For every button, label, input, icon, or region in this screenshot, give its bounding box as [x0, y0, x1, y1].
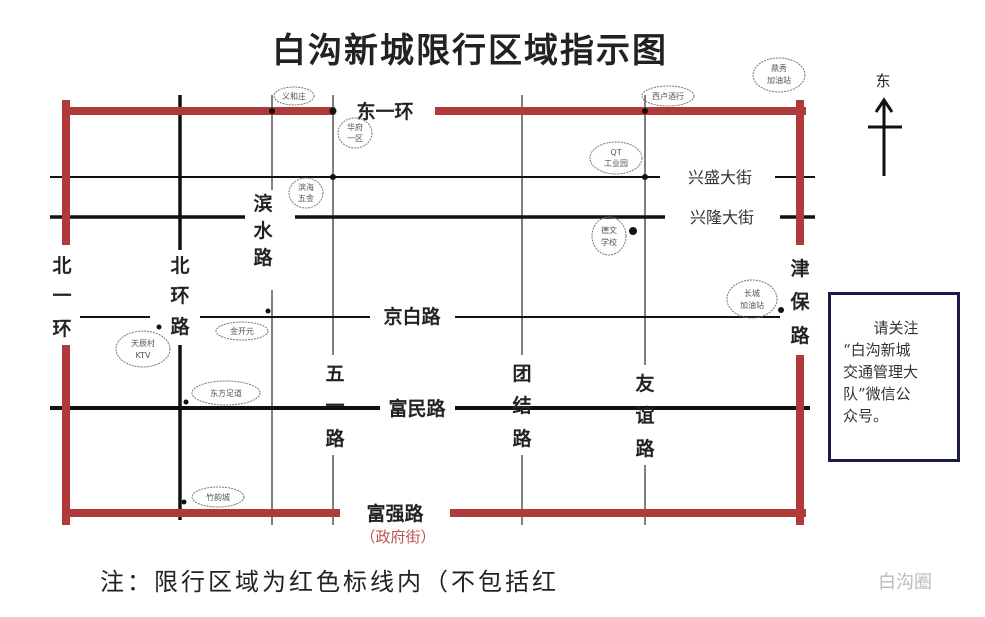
svg-text:滨海: 滨海 — [298, 182, 314, 192]
svg-text:学校: 学校 — [601, 237, 617, 247]
label-dong-yi-huan: 东一环 — [356, 100, 413, 123]
svg-text:水: 水 — [253, 220, 273, 242]
info-line: 众号。 — [843, 407, 889, 425]
poi-jin-kai-yuan: 金开元 — [215, 321, 269, 341]
svg-text:QT: QT — [610, 148, 621, 157]
svg-text:KTV: KTV — [136, 351, 152, 360]
info-line: 请关注 — [873, 319, 919, 337]
svg-text:路: 路 — [635, 437, 655, 460]
poi-yi-he-zhuang: 义和庄 — [273, 86, 315, 106]
compass-label: 东 — [875, 72, 890, 90]
svg-text:义和庄: 义和庄 — [282, 91, 306, 101]
svg-text:一区: 一区 — [347, 134, 363, 143]
label-wu-yi-lu: 五一路 — [325, 363, 345, 450]
poi-dong-fang: 东方足道 — [191, 380, 261, 406]
svg-text:西卢酒行: 西卢酒行 — [652, 91, 684, 101]
svg-text:路: 路 — [253, 246, 273, 269]
svg-text:路: 路 — [512, 427, 532, 450]
svg-text:长城: 长城 — [744, 288, 760, 298]
intersection-dots — [156, 107, 784, 505]
svg-text:一: 一 — [325, 395, 344, 417]
svg-text:结: 结 — [512, 394, 531, 417]
svg-text:滨: 滨 — [253, 192, 272, 215]
svg-text:鼎秀: 鼎秀 — [771, 63, 787, 73]
map-title: 白沟新城限行区域指示图 — [272, 31, 668, 71]
svg-text:路: 路 — [170, 315, 190, 338]
svg-text:五: 五 — [325, 363, 344, 385]
poi-tian-chen-ktv: 天辰村 KTV — [115, 330, 171, 368]
svg-text:路: 路 — [325, 427, 345, 450]
svg-text:金开元: 金开元 — [230, 326, 254, 336]
label-xing-long: 兴隆大街 — [690, 208, 754, 227]
label-tuan-jie-lu: 团结路 — [512, 363, 532, 450]
svg-text:五金: 五金 — [298, 193, 314, 203]
svg-text:团: 团 — [512, 363, 531, 385]
svg-text:北: 北 — [170, 255, 189, 277]
svg-text:加油站: 加油站 — [740, 300, 764, 310]
svg-text:加油站: 加油站 — [767, 75, 791, 85]
label-you-yi-lu: 友谊路 — [635, 372, 655, 460]
svg-text:德文: 德文 — [601, 225, 617, 235]
svg-text:天辰村: 天辰村 — [131, 338, 155, 348]
label-bei-huan-lu: 北环路 — [170, 255, 190, 338]
label-jin-bao-lu: 津保路 — [789, 257, 810, 347]
minor-roads — [271, 95, 646, 525]
arrow-up-icon — [868, 97, 902, 176]
svg-text:路: 路 — [790, 324, 810, 347]
restriction-boundary — [62, 100, 806, 525]
svg-text:竹韵城: 竹韵城 — [206, 492, 230, 502]
svg-text:一: 一 — [52, 285, 71, 307]
major-roads — [50, 95, 815, 520]
label-fu-qiang-lu: 富强路 — [366, 502, 424, 525]
svg-text:环: 环 — [52, 318, 71, 340]
svg-text:友: 友 — [635, 372, 654, 395]
compass: 东 — [868, 72, 902, 176]
watermark: 白沟圈 — [878, 572, 932, 593]
info-box: 请关注 “白沟新城 交通管理大 队”微信公 众号。 — [828, 292, 960, 462]
info-line: “白沟新城 — [843, 341, 911, 359]
svg-text:谊: 谊 — [635, 404, 654, 427]
svg-text:环: 环 — [170, 285, 189, 307]
svg-text:华府: 华府 — [347, 122, 363, 132]
poi-zhu-yun: 竹韵城 — [191, 486, 245, 508]
info-line: 交通管理大 — [843, 363, 919, 381]
info-line: 队”微信公 — [843, 385, 911, 403]
svg-text:保: 保 — [789, 290, 810, 313]
footnote: 注：限行区域为红色标线内（不包括红 — [100, 568, 559, 596]
svg-text:工业园: 工业园 — [604, 158, 628, 168]
svg-text:津: 津 — [790, 257, 809, 280]
poi-xi-lu: 西卢酒行 — [641, 85, 695, 107]
label-zheng-fu-jie: （政府街） — [360, 528, 435, 546]
svg-text:北: 北 — [52, 255, 71, 277]
label-fu-min: 富民路 — [388, 397, 446, 420]
label-bei-yi-huan: 北一环 — [52, 255, 71, 340]
label-bin-shui-lu: 滨水路 — [253, 192, 273, 269]
label-xing-sheng: 兴盛大街 — [688, 168, 752, 187]
svg-text:东方足道: 东方足道 — [210, 388, 242, 398]
label-jing-bai: 京白路 — [383, 305, 441, 328]
